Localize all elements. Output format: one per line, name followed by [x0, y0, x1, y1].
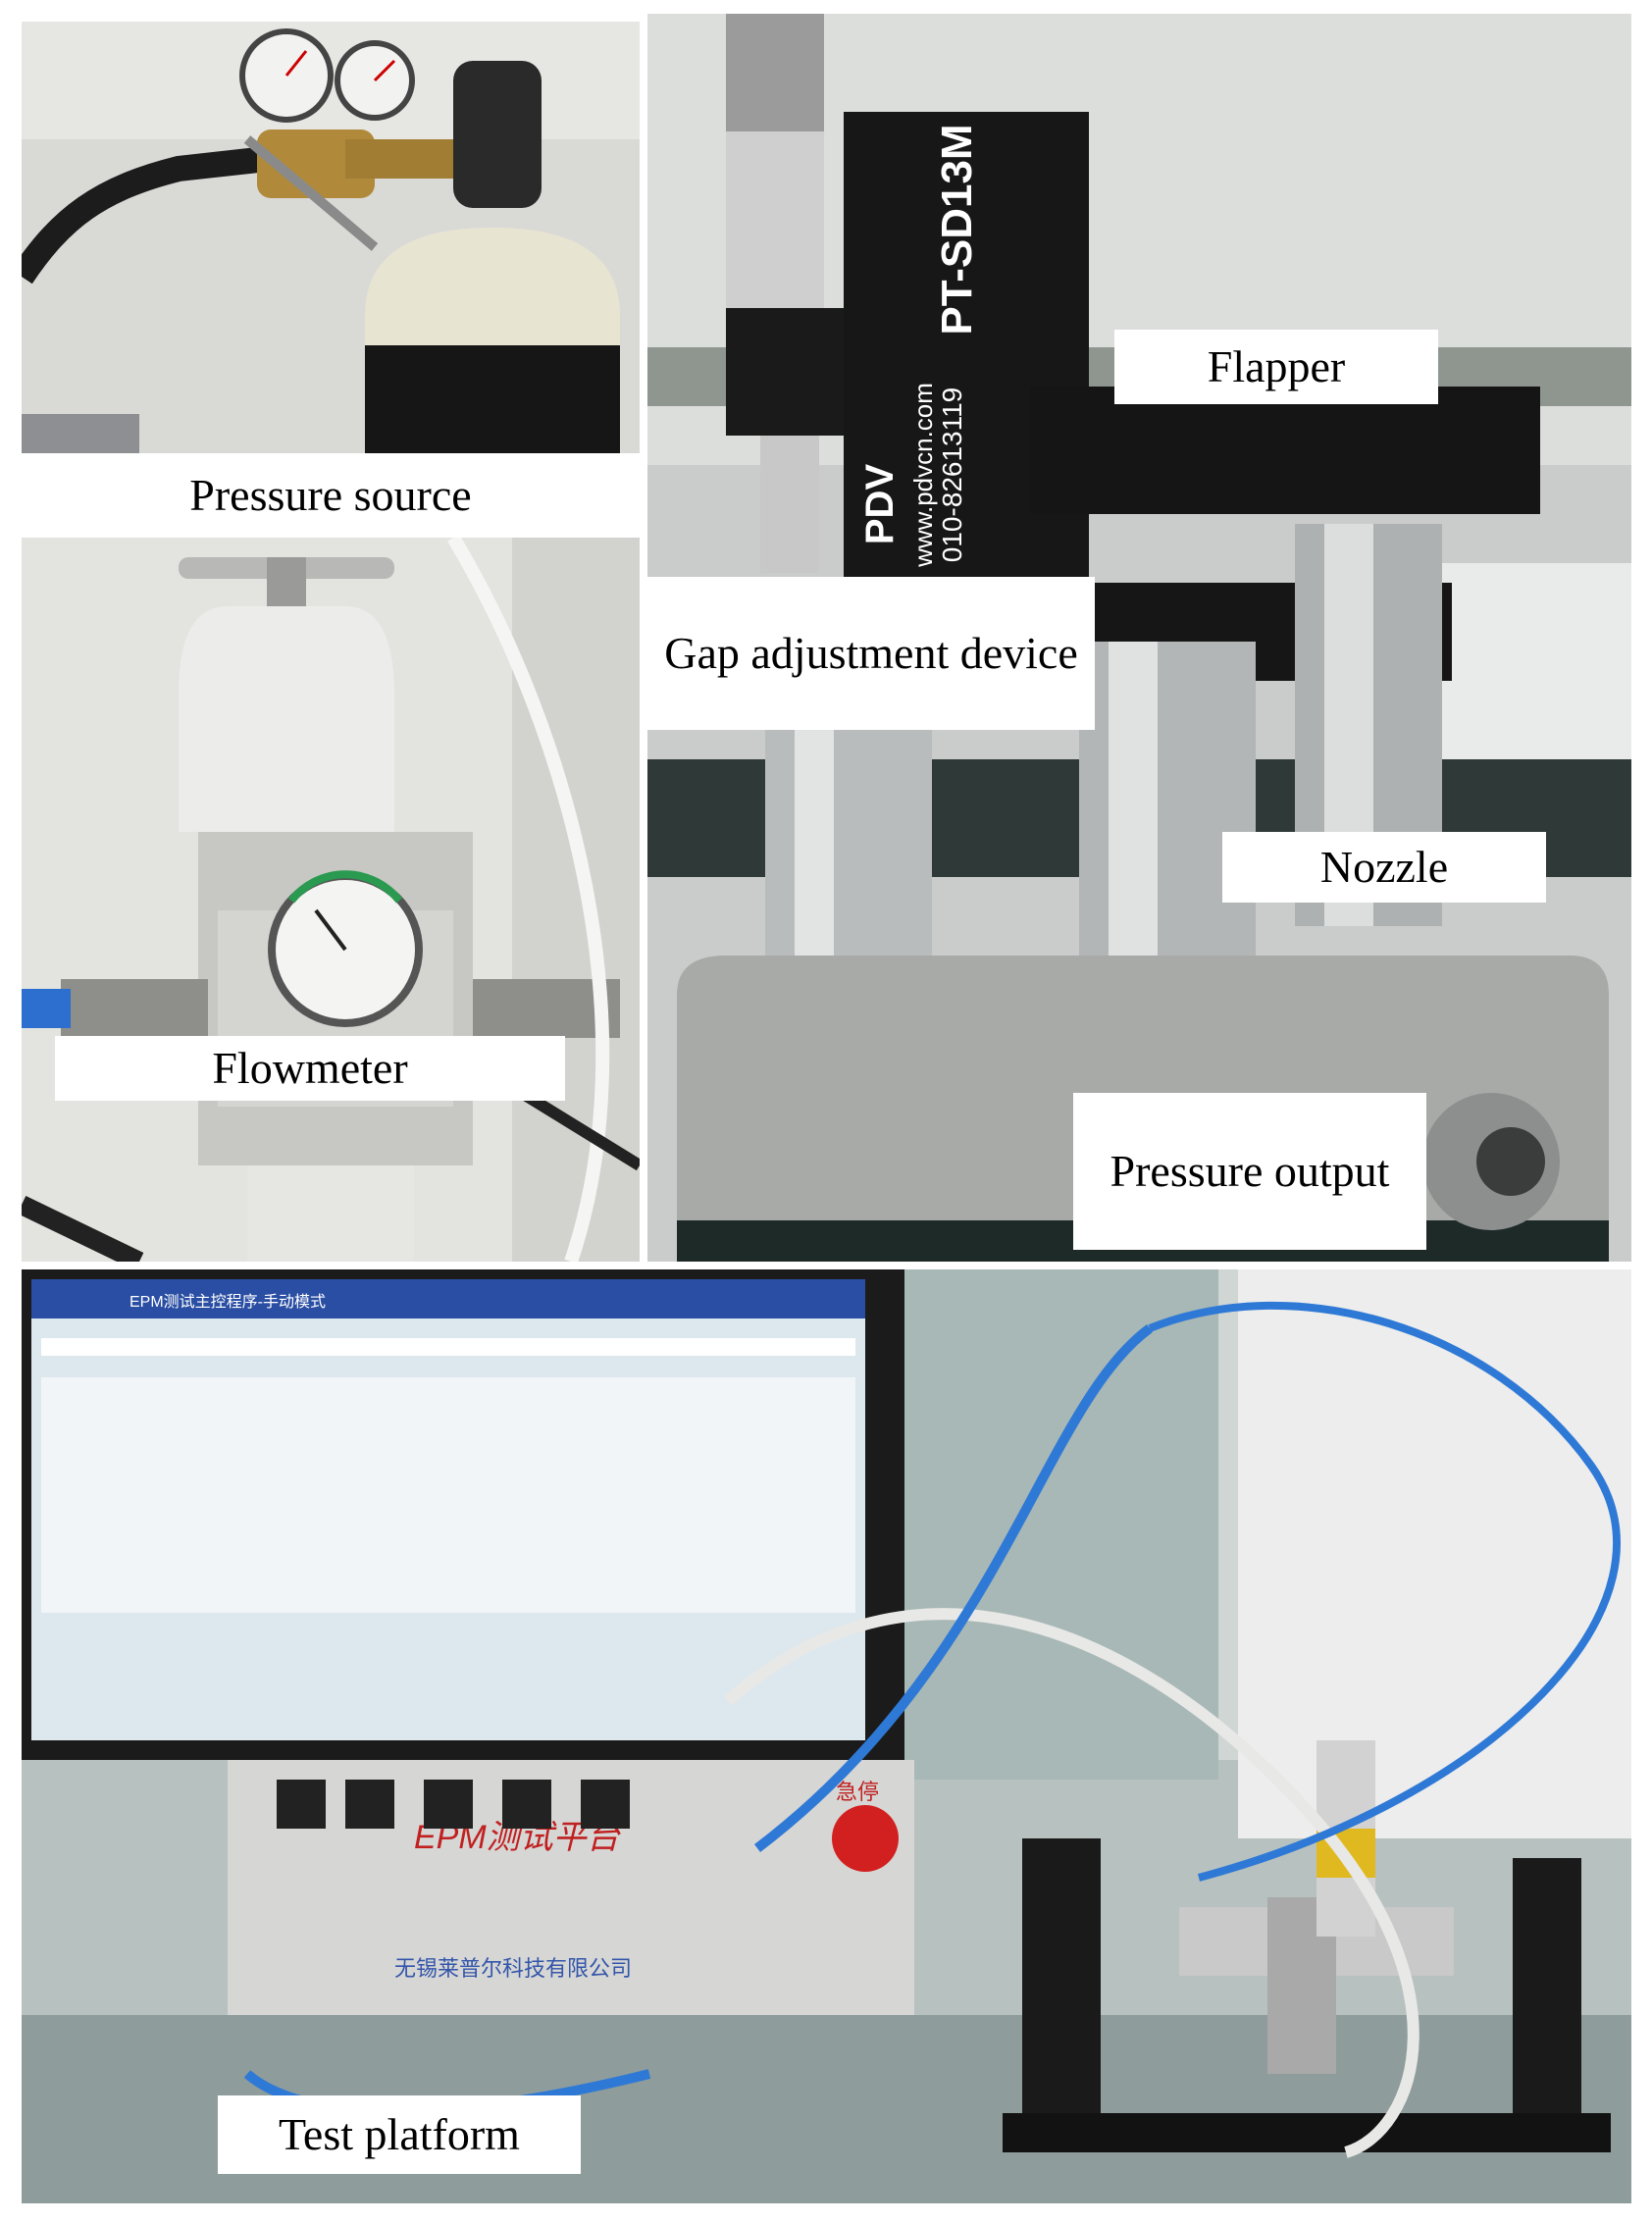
- phone-text: 010-82613119: [937, 388, 967, 563]
- screen-title: EPM测试主控程序-手动模式: [129, 1293, 326, 1311]
- model-text: PT-SD13M: [933, 124, 981, 335]
- flapper-label: Flapper: [1114, 330, 1438, 404]
- nozzle-assembly-photo: PT-SD13M PDV www.pdvcn.com 010-82613119 …: [647, 14, 1631, 1262]
- gap-adjustment-label: Gap adjustment device: [647, 577, 1095, 730]
- emergency-stop-text: 急停: [836, 1780, 879, 1804]
- pressure-source-caption: Pressure source: [22, 461, 640, 530]
- flowmeter-label: Flowmeter: [55, 1036, 565, 1101]
- company-text: 无锡莱普尔科技有限公司: [394, 1956, 632, 1981]
- website-text: www.pdvcn.com: [908, 383, 938, 568]
- test-platform-label: Test platform: [218, 2095, 581, 2174]
- test-platform-photo: EPM测试主控程序-手动模式 EPM测试平台 无锡莱普尔科技有限公司 急停 Te…: [22, 1269, 1631, 2203]
- brand-text: PDV: [858, 464, 902, 545]
- nozzle-label: Nozzle: [1222, 832, 1546, 903]
- pressure-output-label: Pressure output: [1073, 1093, 1426, 1250]
- pressure-source-photo: [22, 22, 640, 453]
- flowmeter-photo: Flowmeter: [22, 538, 640, 1262]
